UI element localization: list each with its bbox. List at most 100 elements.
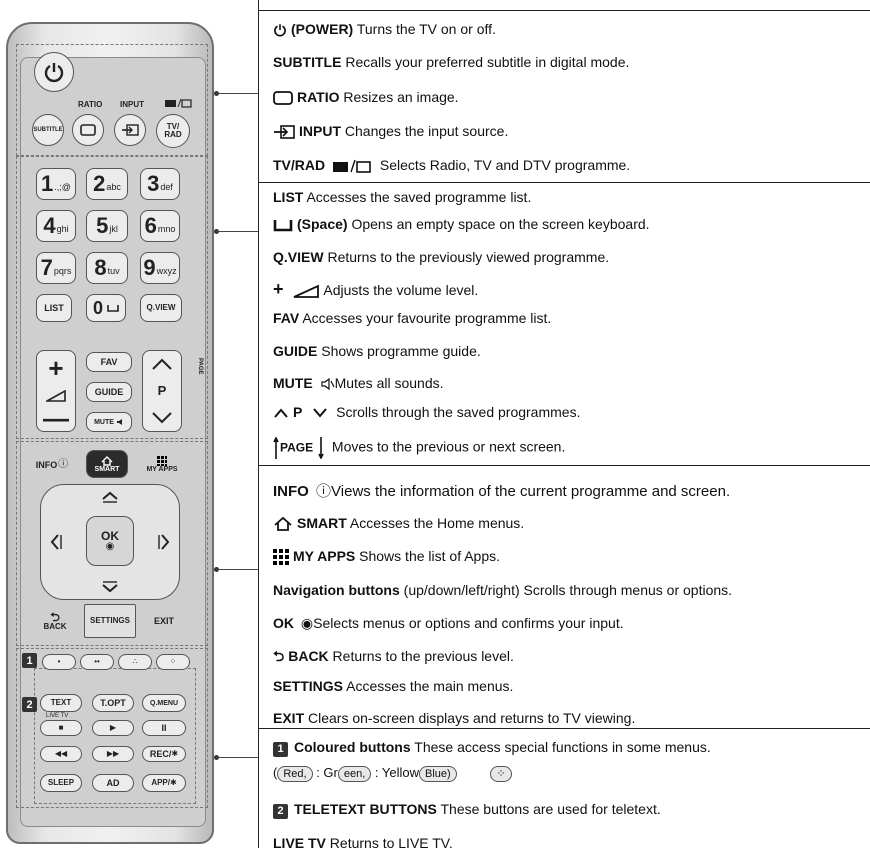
connector-line-3: [216, 569, 258, 570]
row-ratio: RATIO Resizes an image.: [273, 89, 459, 106]
number-key-letters: pqrs: [53, 266, 72, 276]
description-panel: (POWER) Turns the TV on or off. SUBTITLE…: [258, 0, 870, 848]
info-icon: ⓘ: [316, 483, 332, 500]
sleep-button[interactable]: SLEEP: [40, 774, 82, 792]
arrow-up-icon: [102, 491, 118, 503]
red-swatch: Red,: [277, 765, 313, 782]
red-button[interactable]: •: [42, 654, 76, 670]
page-down-icon: [318, 437, 324, 459]
rewind-button[interactable]: ◀◀: [40, 746, 82, 762]
apps-grid-icon: [157, 455, 167, 466]
blue-button[interactable]: ⁘: [156, 654, 190, 670]
nav-down-button[interactable]: [98, 578, 122, 596]
qview-button[interactable]: Q.VIEW: [140, 294, 182, 322]
star-icon: ✱: [169, 778, 177, 787]
nav-left-button[interactable]: [46, 530, 66, 554]
space-icon: [107, 305, 119, 312]
fast-forward-button[interactable]: ▶▶: [92, 746, 134, 762]
input-icon: [122, 124, 139, 136]
ok-button[interactable]: OK ◉: [86, 516, 134, 566]
arrow-left-icon: [50, 534, 62, 550]
volume-rocker[interactable]: + —: [36, 350, 76, 432]
tvrad-button[interactable]: TV/ RAD: [156, 114, 190, 148]
apps-grid-icon: [273, 549, 289, 566]
green-button[interactable]: ••: [80, 654, 114, 670]
number-key-digit: 3: [147, 171, 160, 196]
number-key-digit: 9: [143, 255, 156, 280]
program-rocker[interactable]: P: [142, 350, 182, 432]
row-smart: SMART Accesses the Home menus.: [273, 515, 524, 532]
number-key-digit: 1: [41, 171, 54, 196]
badge-2: 2: [273, 803, 288, 819]
power-button[interactable]: [34, 52, 74, 92]
stop-icon: ■: [58, 723, 64, 732]
row-back: ⮌BACK Returns to the previous level.: [273, 648, 514, 664]
zone-colour-group: [16, 648, 208, 808]
app-button[interactable]: APP/✱: [142, 774, 186, 792]
number-key-letters: def: [160, 182, 173, 192]
qmenu-button[interactable]: Q.MENU: [142, 694, 186, 712]
ratio-button[interactable]: [72, 114, 104, 146]
volume-icon: [46, 390, 66, 402]
group-navigation: INFO ⓘViews the information of the curre…: [259, 465, 870, 728]
input-button[interactable]: [114, 114, 146, 146]
nav-right-button[interactable]: [154, 530, 174, 554]
ok-dot-icon: ◉: [105, 541, 115, 552]
ratio-icon: [80, 124, 96, 136]
row-exit: EXIT Clears on-screen displays and retur…: [273, 710, 636, 726]
topt-button[interactable]: T.OPT: [92, 694, 134, 712]
connector-line-4: [216, 757, 258, 758]
play-button[interactable]: ▶: [92, 720, 134, 736]
power-icon: [44, 63, 64, 83]
rec-button[interactable]: REC/✱: [142, 746, 186, 762]
home-icon: [101, 455, 113, 466]
ad-button[interactable]: AD: [92, 774, 134, 792]
settings-button[interactable]: SETTINGS: [84, 604, 136, 638]
back-button[interactable]: ⮌ BACK: [43, 610, 67, 631]
badge-1: 1: [22, 653, 37, 668]
guide-button[interactable]: GUIDE: [86, 382, 132, 402]
myapps-button[interactable]: MY APPS: [138, 450, 186, 478]
back-arrow-icon: ⮌: [273, 648, 285, 664]
pause-button[interactable]: II: [142, 720, 186, 736]
yellow-button[interactable]: ∴: [118, 654, 152, 670]
text-button[interactable]: TEXT: [40, 694, 82, 712]
stop-button[interactable]: ■: [40, 720, 82, 736]
badge-2: 2: [22, 697, 37, 712]
fav-button[interactable]: FAV: [86, 352, 132, 372]
row-tvrad: TV/RAD Selects Radio, TV and DTV program…: [273, 157, 631, 174]
blue-swatch: Blue): [419, 765, 457, 782]
number-key-1[interactable]: 1.,;@: [36, 168, 76, 200]
row-program: P Scrolls through the saved programmes.: [273, 404, 580, 420]
mute-button[interactable]: MUTE: [86, 412, 132, 432]
row-guide: GUIDE Shows programme guide.: [273, 343, 481, 359]
rewind-icon: ◀◀: [54, 749, 68, 758]
list-button[interactable]: LIST: [36, 294, 72, 322]
star-icon: ✱: [171, 749, 179, 758]
number-key-letters: jkl: [109, 224, 118, 234]
volume-down-icon: —: [43, 402, 69, 433]
pause-icon: II: [161, 722, 167, 733]
row-info: INFO ⓘViews the information of the curre…: [273, 483, 731, 500]
ok-dot-icon: ◉: [300, 615, 314, 631]
exit-button[interactable]: EXIT: [153, 615, 174, 626]
zone-teletext-group: [34, 668, 196, 804]
row-power: (POWER) Turns the TV on or off.: [273, 21, 496, 37]
subtitle-button[interactable]: SUBTITLE: [32, 114, 64, 146]
nav-up-button[interactable]: [98, 488, 122, 506]
row-space: (Space) Opens an empty space on the scre…: [273, 216, 650, 232]
number-key-digit: 7: [40, 255, 53, 280]
zero-space-button[interactable]: 0: [86, 294, 126, 322]
smart-button[interactable]: SMART: [86, 450, 128, 478]
fast-forward-icon: ▶▶: [106, 749, 120, 758]
